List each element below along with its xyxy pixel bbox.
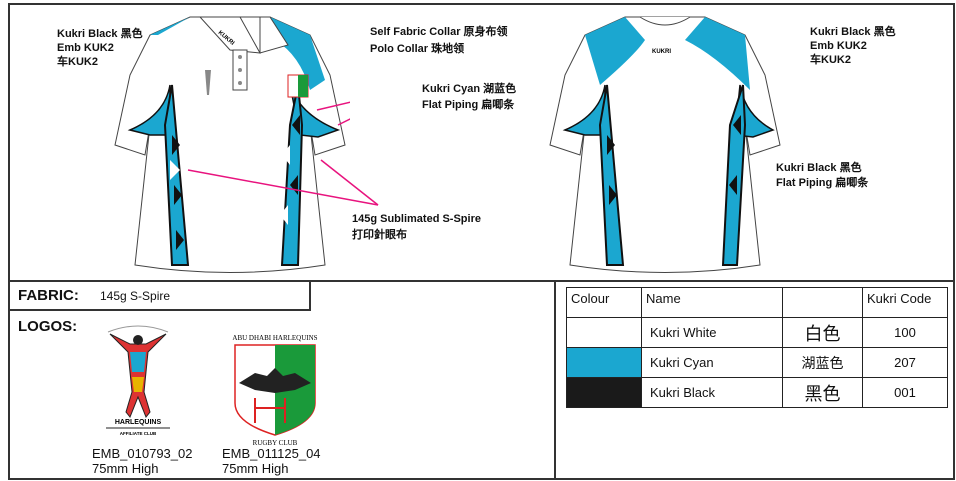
divider xyxy=(554,280,556,480)
fabric-label: FABRIC: xyxy=(18,287,79,304)
spec-sheet-frame xyxy=(8,3,955,480)
divider xyxy=(8,280,955,282)
back-shirt-drawing: KUKRI xyxy=(549,16,781,273)
colour-swatch xyxy=(566,317,642,348)
table-header: Colour Name Kukri Code xyxy=(566,287,948,318)
harlequins-logo: HARLEQUINS AFFILIATE CLUB xyxy=(106,325,170,436)
svg-text:RUGBY CLUB: RUGBY CLUB xyxy=(253,439,298,447)
front-shirt-drawing: KUKRI xyxy=(114,16,350,273)
table-row: Kukri Black 黑色 001 xyxy=(566,377,948,408)
back-brand: KUKRI xyxy=(652,49,671,55)
leader-lines xyxy=(187,159,379,206)
abu-dhabi-harlequins-logo: ABU DHABI HARLEQUINS RUGBY CLUB xyxy=(232,334,317,447)
colour-table: Colour Name Kukri Code Kukri White 白色 10… xyxy=(566,287,948,408)
fabric-value: 145g S-Spire xyxy=(100,289,171,303)
table-row: Kukri White 白色 100 xyxy=(566,317,948,348)
fabric-box xyxy=(8,280,311,311)
svg-text:HARLEQUINS: HARLEQUINS xyxy=(115,419,162,426)
colour-swatch xyxy=(566,347,642,378)
svg-text:AFFILIATE CLUB: AFFILIATE CLUB xyxy=(120,431,157,436)
side-panel-pattern xyxy=(163,84,304,266)
logos-label: LOGOS: xyxy=(18,318,78,335)
table-row: Kukri Cyan 湖蓝色 207 xyxy=(566,347,948,378)
svg-text:ABU DHABI HARLEQUINS: ABU DHABI HARLEQUINS xyxy=(232,334,317,342)
colour-swatch xyxy=(566,377,642,408)
